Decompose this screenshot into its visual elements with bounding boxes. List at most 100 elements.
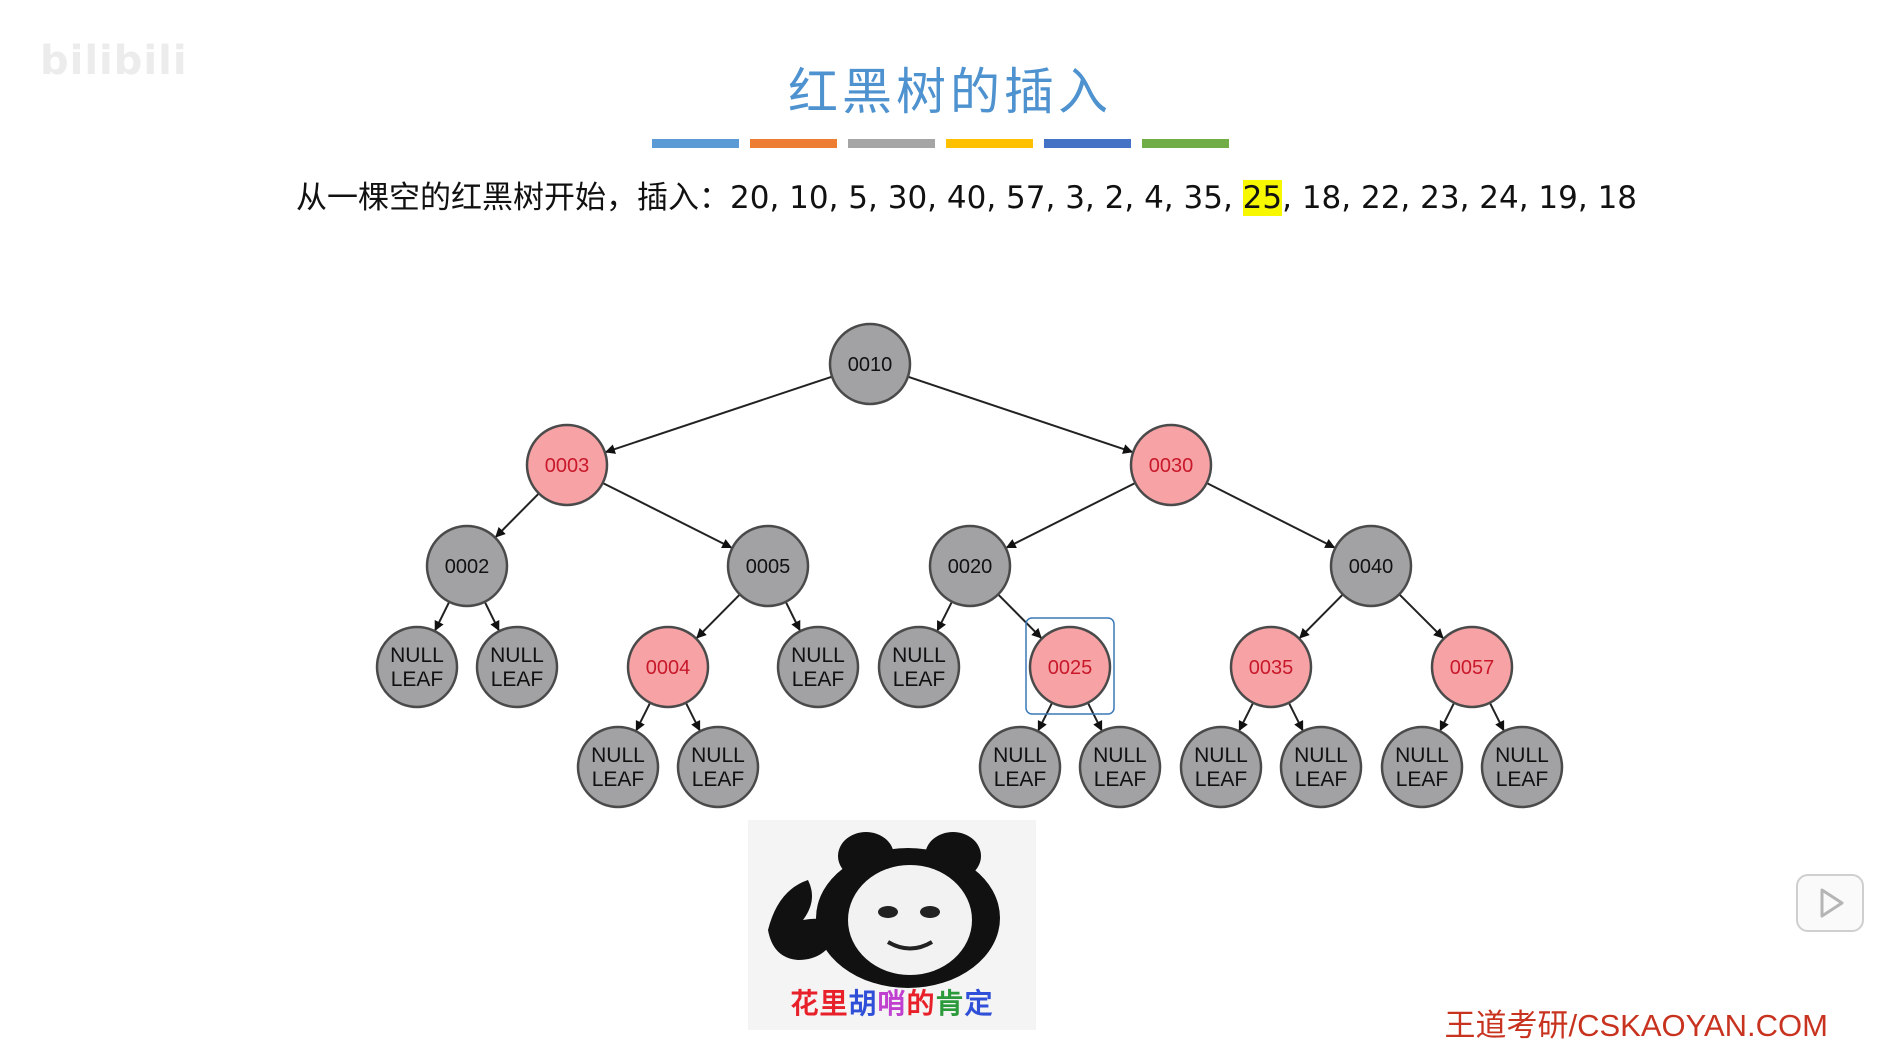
tree-node-label: NULL: [993, 744, 1047, 767]
tree-node-circle: [776, 625, 860, 709]
tree-node-label: LEAF: [1496, 768, 1549, 791]
tree-node-label: 0020: [948, 556, 993, 578]
tree-node-label: NULL: [791, 644, 845, 667]
tree-edge-n30-n40: [1206, 482, 1336, 549]
tree-node-label: 0002: [445, 556, 490, 578]
tree-edge-n25-l8: [1086, 702, 1103, 732]
sequence-highlight: 25: [1242, 180, 1283, 216]
sequence-before: 20, 10, 5, 30, 40, 57, 3, 2, 4, 35,: [730, 180, 1243, 216]
tree-edge-n10-n30: [907, 375, 1134, 454]
tree-node-label: LEAF: [1295, 768, 1348, 791]
meme-caption-char: 里: [819, 987, 849, 1020]
tree-node-label: LEAF: [994, 768, 1047, 791]
tree-node-label: 0025: [1048, 657, 1093, 679]
sequence-prefix: 从一棵空的红黑树开始，插入：: [296, 180, 730, 216]
footer-brand: 王道考研/CSKAOYAN.COM: [1444, 1008, 1828, 1043]
tree-edge-n3-n2: [495, 492, 540, 538]
tree-node-label: NULL: [691, 744, 745, 767]
tree-node-n3: 0003: [525, 423, 609, 507]
tree-node-n5: 0005: [726, 524, 810, 608]
tree-node-label: NULL: [892, 644, 946, 667]
tree-node-circle: [626, 625, 710, 709]
tree-node-n2: 0002: [425, 524, 509, 608]
tree-node-circle: [726, 524, 810, 608]
insert-sequence: 从一棵空的红黑树开始，插入：20, 10, 5, 30, 40, 57, 3, …: [296, 172, 1637, 217]
tree-node-label: 0035: [1249, 657, 1294, 679]
tree-edge-n4-l5: [635, 702, 652, 732]
tree-node-circle: [828, 322, 912, 406]
tree-edge-n40-n57: [1398, 593, 1444, 639]
tree-edge-n20-l4: [936, 601, 953, 632]
tree-node-circle: [1380, 725, 1464, 809]
play-icon: [1820, 888, 1844, 918]
tree-node-label: NULL: [1194, 744, 1248, 767]
tree-edge-n40-n35: [1299, 593, 1344, 639]
tree-edge-n10-n3: [604, 375, 833, 454]
title-color-bar: [1142, 139, 1229, 148]
tree-edge-n35-l10: [1287, 702, 1304, 732]
tree-node-circle: [1179, 725, 1263, 809]
tree-node-circle: [576, 725, 660, 809]
tree-node-n57: 0057: [1430, 625, 1514, 709]
tree-node-label: LEAF: [391, 668, 444, 691]
tree-node-circle: [1480, 725, 1564, 809]
tree-node-n10: 0010: [828, 322, 912, 406]
tree-node-label: NULL: [1395, 744, 1449, 767]
tree-node-label: NULL: [591, 744, 645, 767]
tree-node-label: NULL: [1093, 744, 1147, 767]
title-color-bar: [1044, 139, 1131, 148]
title-color-bar: [848, 139, 935, 148]
meme-caption: 花里胡哨的肯定: [748, 982, 1036, 1022]
tree-edge-n2-l2: [483, 601, 500, 632]
tree-node-circle: [676, 725, 760, 809]
tree-edge-n57-l11: [1439, 702, 1456, 732]
panda-meme-icon: [768, 832, 1000, 988]
sequence-after: , 18, 22, 23, 24, 19, 18: [1282, 180, 1638, 216]
tree-node-circle: [1229, 625, 1313, 709]
tree-node-n30: 0030: [1129, 423, 1213, 507]
tree-node-label: NULL: [1294, 744, 1348, 767]
title-color-bars: [652, 139, 1229, 148]
tree-node-label: 0005: [746, 556, 791, 578]
meme-caption-char: 胡: [848, 987, 878, 1020]
tree-node-label: LEAF: [491, 668, 544, 691]
tree-edge-n5-l3: [784, 601, 801, 632]
tree-edge-n5-n4: [696, 593, 741, 639]
tree-node-label: LEAF: [893, 668, 946, 691]
tree-node-circle: [978, 725, 1062, 809]
tree-node-circle: [1279, 725, 1363, 809]
tree-node-label: LEAF: [592, 768, 645, 791]
tree-node-label: LEAF: [1396, 768, 1449, 791]
tree-node-circle: [425, 524, 509, 608]
tree-node-label: LEAF: [1195, 768, 1248, 791]
tree-node-label: 0030: [1149, 455, 1194, 477]
panda-meme-image: 花里胡哨的肯定: [748, 820, 1036, 1030]
tree-node-label: 0057: [1450, 657, 1495, 679]
tree-node-label: NULL: [1495, 744, 1549, 767]
tree-node-circle: [877, 625, 961, 709]
tree-edge-n4-l6: [684, 702, 701, 732]
tree-edge-n3-n5: [602, 482, 733, 549]
tree-node-label: LEAF: [792, 668, 845, 691]
tree-node-label: LEAF: [692, 768, 745, 791]
tree-node-label: 0040: [1349, 556, 1394, 578]
title-color-bar: [946, 139, 1033, 148]
tree-node-n40: 0040: [1329, 524, 1413, 608]
play-button[interactable]: [1796, 874, 1864, 932]
meme-caption-char: 哨: [877, 987, 907, 1020]
tree-node-circle: [375, 625, 459, 709]
tree-node-label: 0003: [545, 455, 590, 477]
tree-node-label: 0010: [848, 354, 893, 376]
tree-node-circle: [1329, 524, 1413, 608]
tree-node-n20: 0020: [928, 524, 1012, 608]
tree-node-n25: 0025: [1025, 617, 1115, 715]
